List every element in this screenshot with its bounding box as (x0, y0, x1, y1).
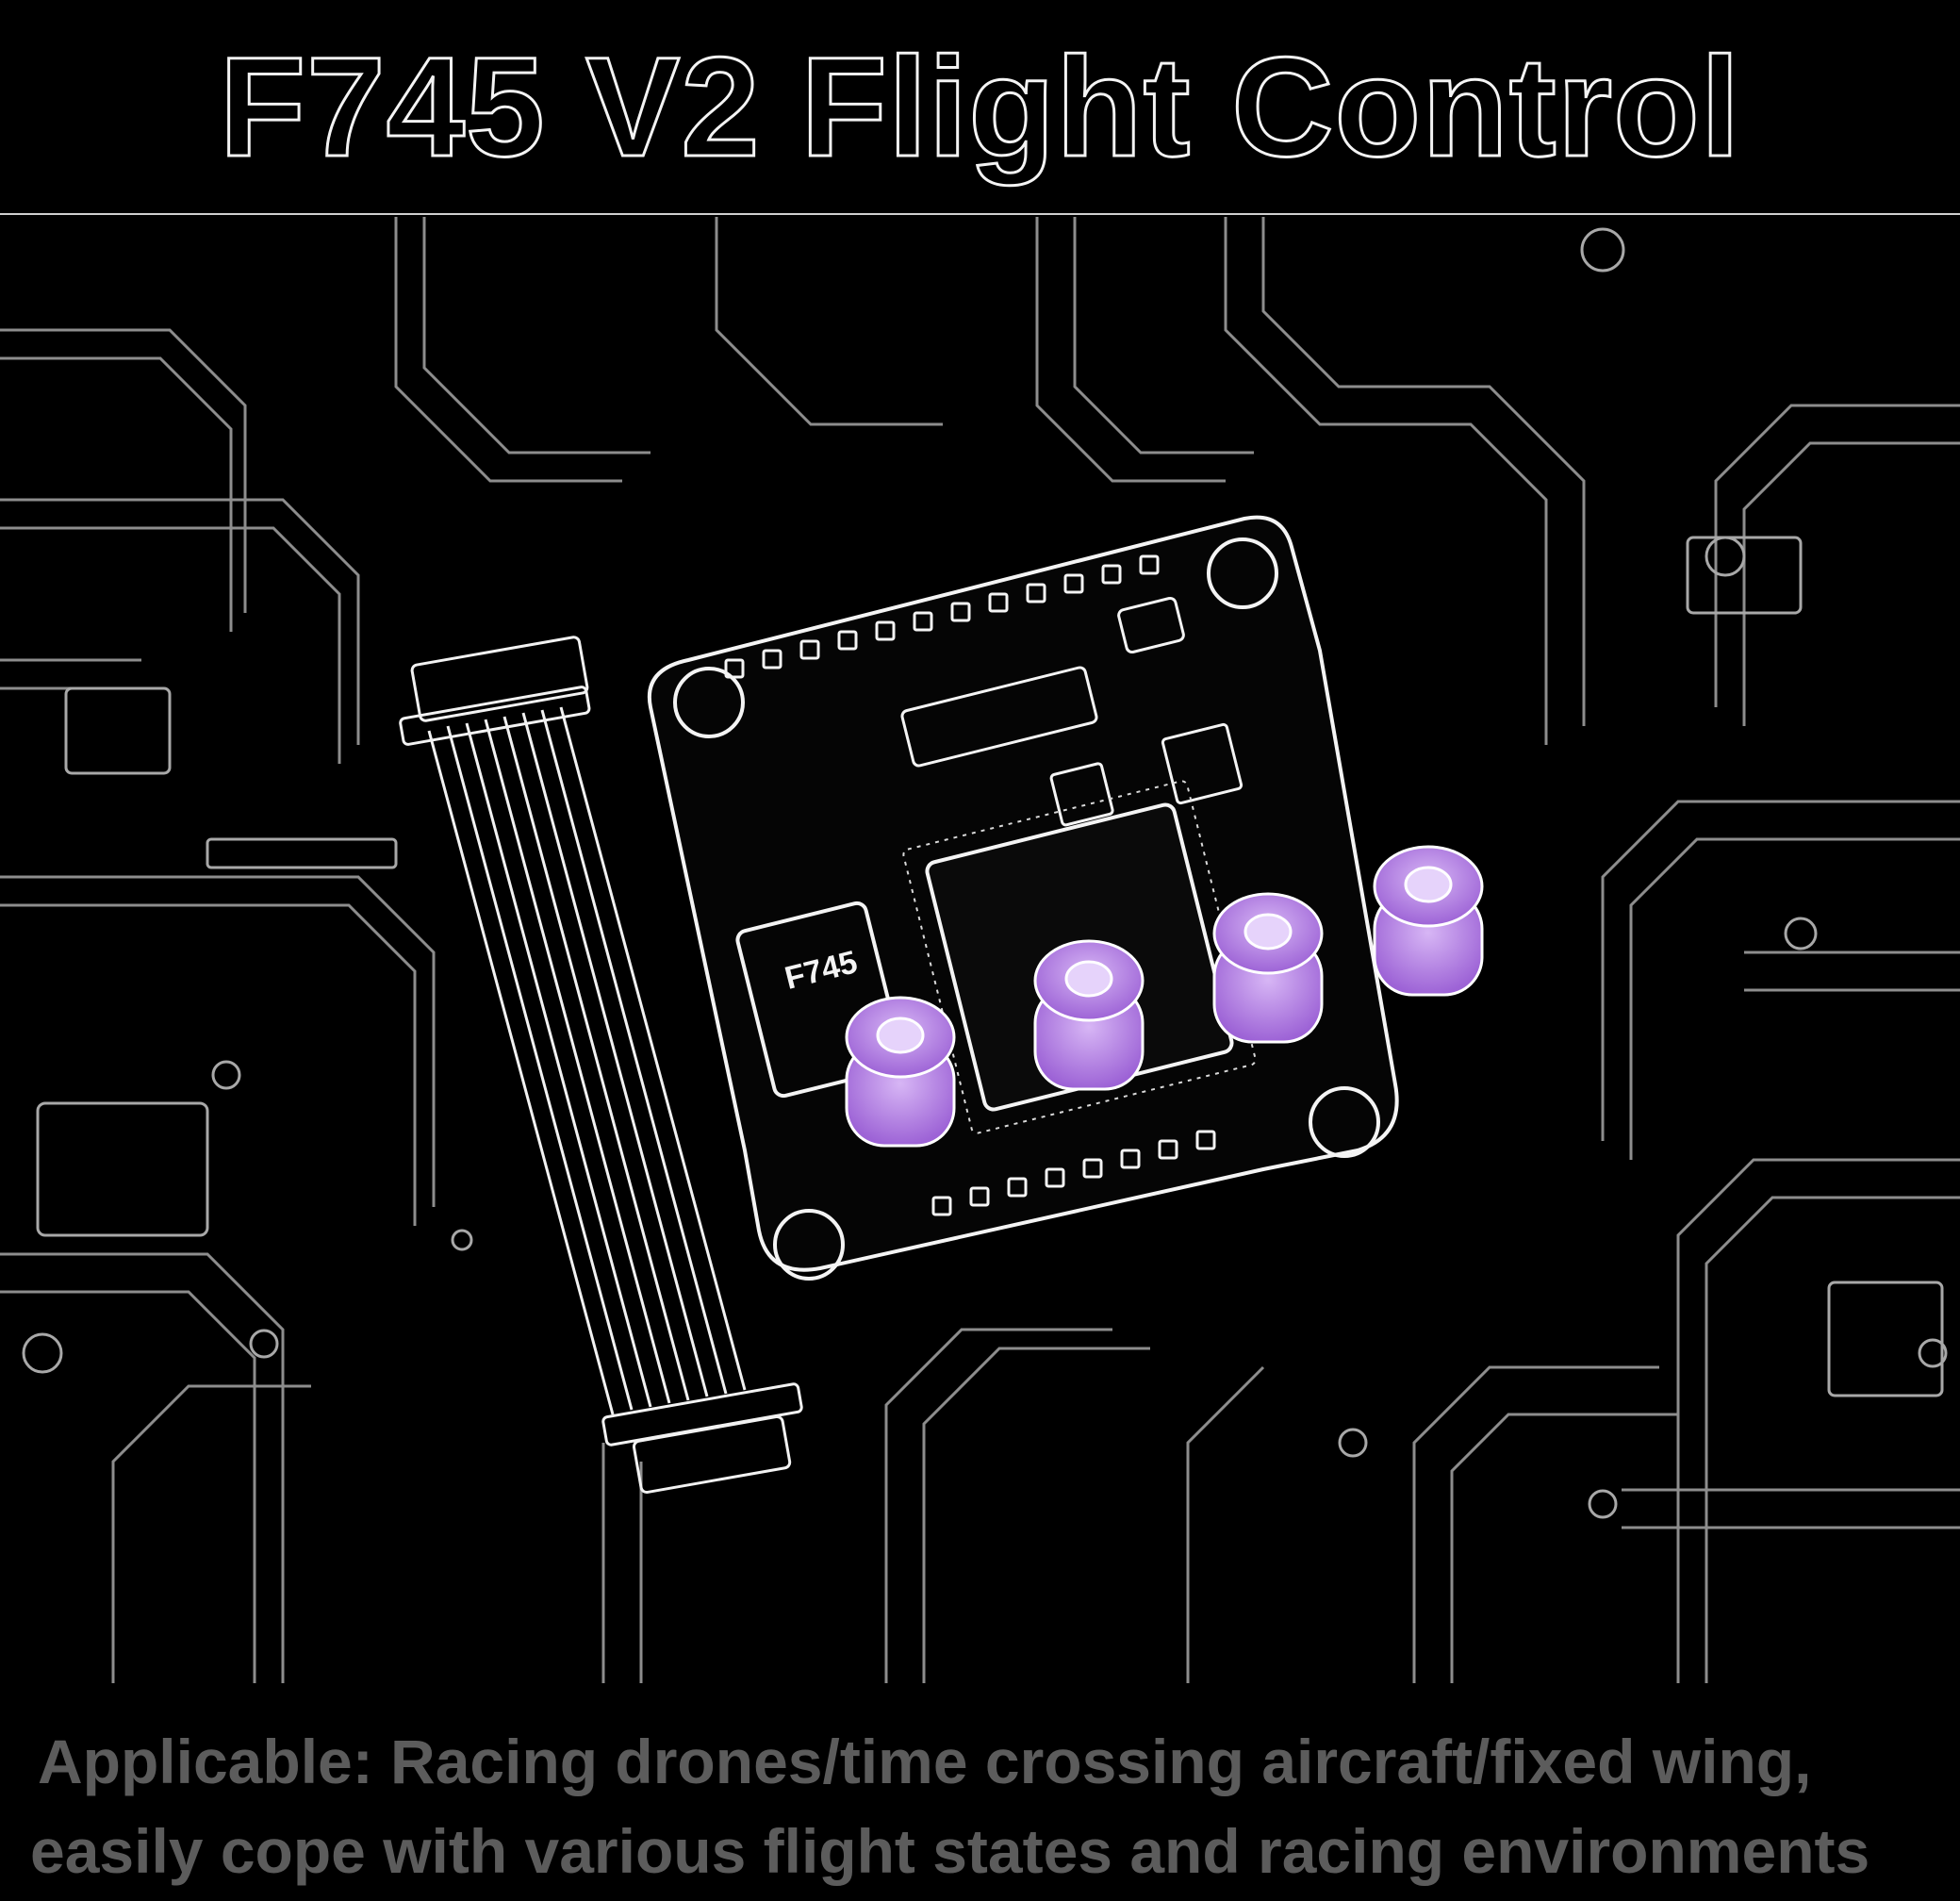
flight-controller-board: F745 (647, 515, 1399, 1281)
standoff-icon (1373, 845, 1484, 997)
product-illustration: F745 (0, 217, 1960, 1683)
caption-line-1: Applicable: Racing drones/time crossing … (38, 1727, 1812, 1796)
caption-band (0, 1683, 1960, 1901)
standoff-icon (845, 996, 956, 1148)
title-band: F745 V2 Flight Control (0, 0, 1960, 215)
standoffs (845, 845, 1484, 1148)
page-title: F745 V2 Flight Control (218, 27, 1741, 186)
circuit-background (0, 217, 1960, 1683)
standoff-icon (1033, 939, 1145, 1091)
caption-line-2: easily cope with various flight states a… (30, 1816, 1870, 1886)
standoff-icon (1212, 892, 1324, 1044)
background-components (22, 227, 1948, 1519)
ribbon-cable (399, 636, 803, 1495)
